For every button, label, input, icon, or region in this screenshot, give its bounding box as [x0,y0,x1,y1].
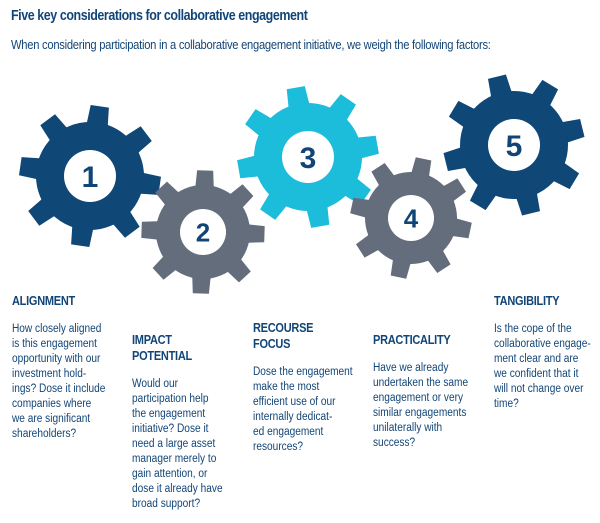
description-line: Would our [132,378,178,390]
description-line: dose it already have [132,483,223,495]
description-line: need a large asset [132,438,216,450]
description-line: engagement or very [373,392,464,404]
heading-line: FOCUS [253,337,291,351]
description-line: Dose the engagement [253,366,353,378]
factor-heading: TANGIBILITY [494,293,600,309]
description-line: is this engagement [12,338,97,350]
description-line: shareholders? [12,428,77,440]
heading-line: PRACTICALITY [373,333,451,347]
description-line: investment hold- [12,368,87,380]
description-line: ed engagement [253,426,324,438]
factor-heading: RECOURSE FOCUS [253,320,359,352]
description-line: the engagement [132,408,206,420]
description-line: gain attention, or [132,468,208,480]
gears-illustration: 1 2 3 4 5 [19,74,585,294]
heading-line: IMPACT [132,333,172,347]
description-line: Is the cope of the [494,323,572,335]
factor-description: Dose the engagement make the most efficien… [253,365,359,455]
description-line: make the most [253,381,320,393]
description-line: internally dedicat- [253,411,333,423]
factor-tangibility: TANGIBILITY Is the cope of the collaborati… [494,293,600,412]
description-line: success? [373,437,416,449]
description-line: Have we already [373,362,449,374]
heading-line: RECOURSE [253,321,314,335]
factor-impact-potential: IMPACT POTENTIAL Would our participation he… [132,332,252,512]
gear-3: 3 [237,86,379,228]
description-line: unilaterally with [373,422,443,434]
description-line: ings? Dose it include [12,383,106,395]
gear-center-circle [282,131,334,183]
factor-description: Is the cope of the collaborative engage-m… [494,322,600,412]
page-subtitle: When considering participation in a coll… [11,37,491,52]
gear-number: 3 [300,142,317,175]
gear-5: 5 [443,74,585,216]
gear-number: 1 [82,161,99,194]
gear-center-circle [488,119,540,171]
description-line: companies where [12,398,92,410]
heading-line: POTENTIAL [132,349,192,363]
factor-heading: IMPACT POTENTIAL [132,332,238,364]
description-line: collaborative engage- [494,338,591,350]
description-line: manager merely to [132,453,217,465]
gear-number: 4 [404,203,419,233]
description-line: How closely aligned [12,323,102,335]
description-line: undertaken the same [373,377,469,389]
factor-description: Would our participation help the engagemen… [132,377,238,512]
description-line: efficient use of our [253,396,336,408]
gear-4: 4 [350,157,472,279]
factor-description: How closely aligned is this engagement opp… [12,322,118,442]
gear-center-circle [180,209,226,255]
factor-description: Have we already undertaken the same engage… [373,361,479,451]
page-title: Five key considerations for collaborativ… [11,8,308,24]
factor-heading: PRACTICALITY [373,332,479,348]
gear-center-circle [64,150,116,202]
factor-recourse-focus: RECOURSE FOCUS Dose the engagement make the… [253,320,373,455]
description-line: we are significant [12,413,91,425]
description-line: we confident that it [494,368,579,380]
description-line: will not change over [494,383,584,395]
gear-2: 2 [141,170,265,294]
factor-alignment: ALIGNMENT How closely aligned is this enga… [12,293,132,442]
gear-center-circle [388,195,434,241]
heading-line: TANGIBILITY [494,294,560,308]
factor-practicality: PRACTICALITY Have we already undertaken th… [373,332,493,451]
description-line: resources? [253,441,304,453]
heading-line: ALIGNMENT [12,294,76,308]
gear-number: 2 [196,217,210,247]
gear-number: 5 [506,130,523,163]
gear-1: 1 [19,105,161,247]
description-line: participation help [132,393,209,405]
description-line: broad support? [132,498,201,510]
description-line: initiative? Dose it [132,423,209,435]
description-line: opportunity with our [12,353,101,365]
description-line: time? [494,398,519,410]
description-line: ment clear and are [494,353,579,365]
description-line: similar engagements [373,407,467,419]
factor-heading: ALIGNMENT [12,293,118,309]
